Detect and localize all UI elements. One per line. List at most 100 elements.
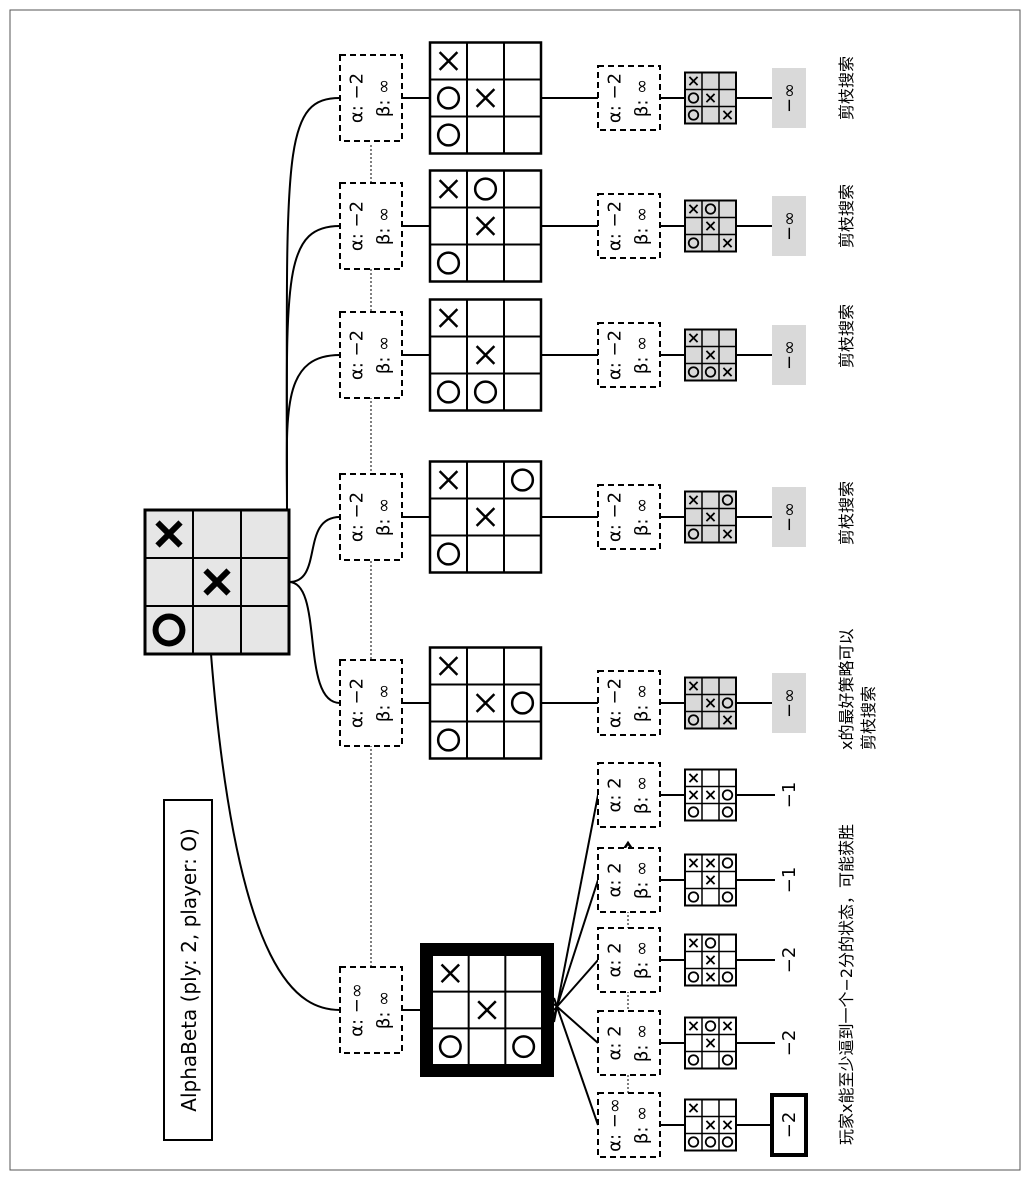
- note-pruned-5: 剪枝搜索: [837, 56, 856, 120]
- beta-label: β: ∞: [632, 1024, 653, 1062]
- alpha-beta-box: [597, 670, 661, 736]
- tree-edge: [553, 879, 599, 1017]
- board: [684, 1016, 737, 1070]
- x-mark: [688, 681, 699, 691]
- x-mark: [705, 858, 716, 868]
- value-box: [772, 325, 806, 385]
- alpha-beta-box: [339, 473, 403, 561]
- x-mark: [475, 507, 496, 527]
- value-box: [772, 196, 806, 256]
- title-text: AlphaBeta (ply: 2, player: O): [177, 828, 201, 1111]
- beta-label: β: ∞: [374, 684, 395, 722]
- alpha-label: α: −2: [346, 678, 367, 728]
- board: [431, 954, 543, 1066]
- pruned-value-2: −∞: [772, 325, 806, 385]
- value-label: −∞: [779, 340, 800, 370]
- o-mark: [687, 366, 700, 378]
- beta-label: β: ∞: [374, 498, 395, 536]
- pruned-value-1: −∞: [772, 487, 806, 547]
- board: [684, 199, 737, 253]
- o-mark: [510, 691, 535, 715]
- x-mark: [705, 350, 716, 360]
- x-mark: [475, 88, 496, 108]
- value-box: [772, 487, 806, 547]
- o-mark: [152, 613, 186, 647]
- o-mark: [436, 542, 461, 566]
- alpha-beta-box: [597, 1092, 661, 1158]
- value-label: −2: [779, 947, 800, 974]
- tree-edge: [285, 97, 341, 511]
- o-mark: [436, 123, 461, 147]
- o-mark: [721, 891, 734, 903]
- alpha-beta-box: [597, 847, 661, 913]
- tree-edge: [553, 794, 599, 1023]
- value-box: [772, 68, 806, 128]
- x-mark: [688, 858, 699, 868]
- value-box: [770, 1093, 808, 1157]
- tree-edge: [553, 959, 599, 1011]
- x-mark: [688, 76, 699, 86]
- o-mark: [721, 1136, 734, 1148]
- tree-edge: [210, 653, 341, 1011]
- o-mark: [721, 789, 734, 801]
- o-mark: [436, 251, 461, 275]
- beta-label: β: ∞: [632, 1106, 653, 1144]
- alpha-beta-box: [597, 65, 661, 131]
- x-mark: [705, 1120, 716, 1130]
- board: [428, 646, 543, 760]
- o-mark: [721, 971, 734, 983]
- x-mark: [438, 308, 459, 328]
- board: [428, 169, 543, 283]
- o-mark: [687, 237, 700, 249]
- o-mark: [687, 1136, 700, 1148]
- x-mark: [705, 955, 716, 965]
- beta-label: β: ∞: [632, 861, 653, 899]
- value-label: −∞: [779, 502, 800, 532]
- o-mark: [436, 728, 461, 752]
- x-mark: [722, 238, 733, 248]
- alpha-label: α: −2: [346, 330, 367, 380]
- board: [684, 676, 737, 730]
- beta-label: β: ∞: [632, 684, 653, 722]
- o-mark: [687, 891, 700, 903]
- x-mark: [688, 1103, 699, 1113]
- alpha-label: α: −2: [346, 492, 367, 542]
- beta-label: β: ∞: [374, 991, 395, 1029]
- o-mark: [687, 714, 700, 726]
- note-pruned-4: 剪枝搜索: [837, 184, 856, 248]
- board: [684, 490, 737, 544]
- o-mark: [704, 1020, 717, 1032]
- beta-label: β: ∞: [632, 776, 653, 814]
- x-mark: [722, 1120, 733, 1130]
- o-mark: [687, 971, 700, 983]
- x-mark: [688, 1021, 699, 1031]
- o-mark: [687, 1054, 700, 1066]
- x-mark: [155, 520, 183, 548]
- alpha-label: α: −2: [604, 201, 625, 251]
- value-label: −1: [779, 867, 800, 894]
- pruned-value-4: −∞: [772, 68, 806, 128]
- tree-edge: [553, 1003, 599, 1044]
- x-mark: [722, 367, 733, 377]
- x-mark: [705, 875, 716, 885]
- value-box: [772, 673, 806, 733]
- level1-alpha-beta-1: α: −2 β: ∞: [339, 659, 403, 747]
- alpha-beta-box: [597, 322, 661, 388]
- o-mark: [510, 468, 535, 492]
- board: [684, 328, 737, 382]
- x-mark: [475, 693, 496, 713]
- alpha-beta-box: [597, 762, 661, 828]
- o-mark: [704, 203, 717, 215]
- o-mark: [721, 494, 734, 506]
- x-mark: [203, 568, 231, 596]
- x-mark: [722, 1021, 733, 1031]
- x-mark: [475, 216, 496, 236]
- o-mark: [721, 857, 734, 869]
